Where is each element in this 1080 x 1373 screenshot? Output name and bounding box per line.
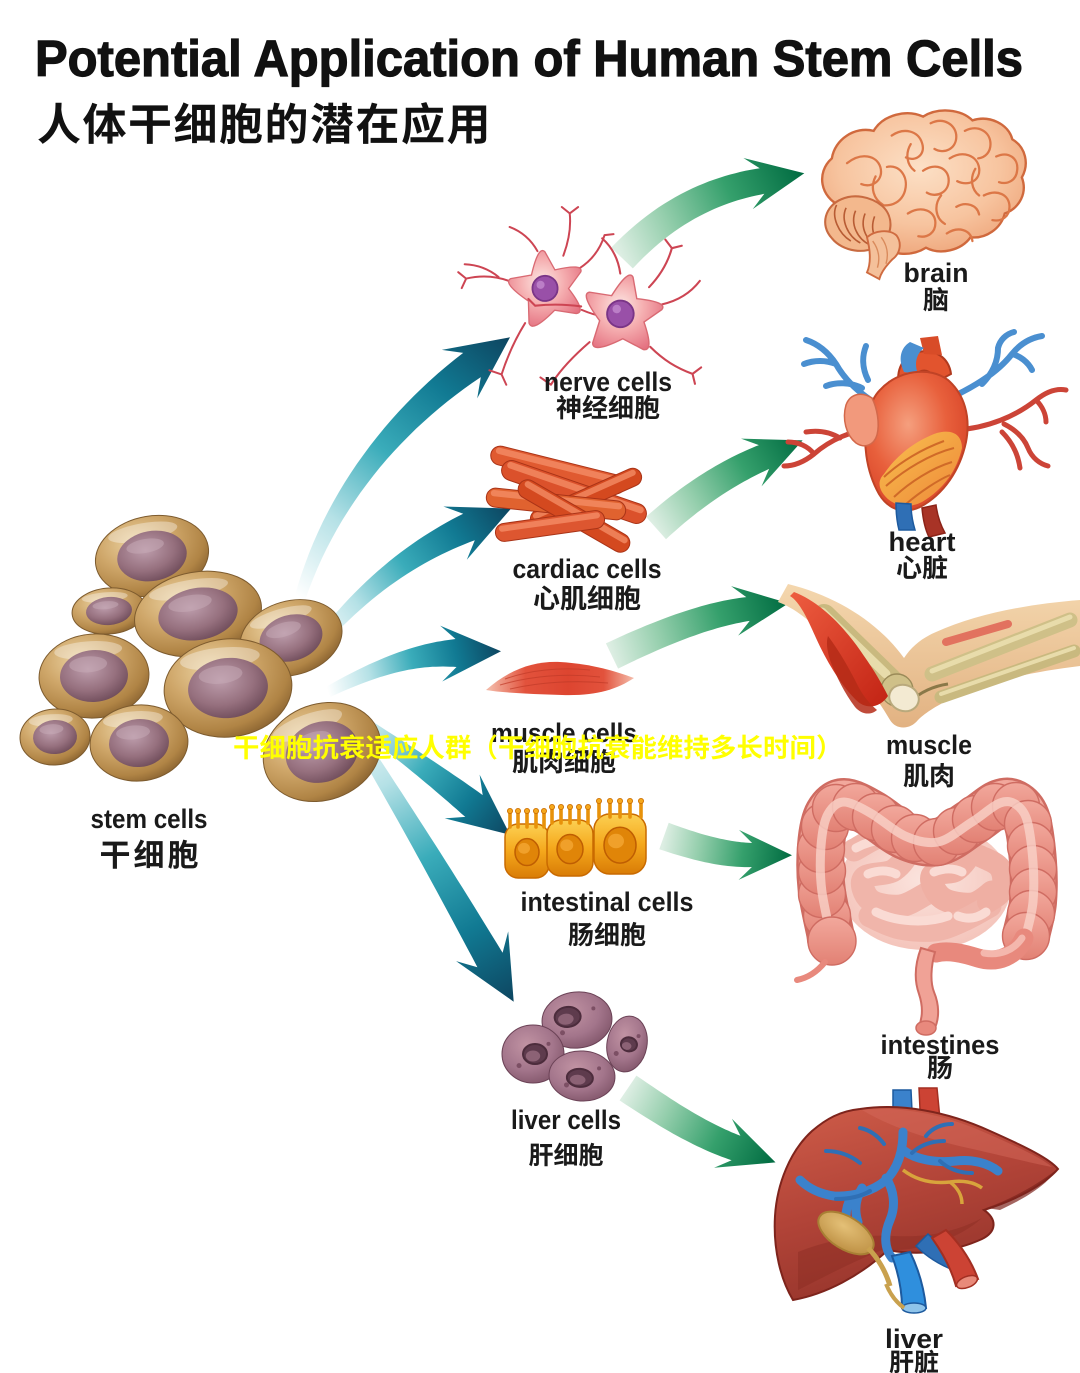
svg-text:nerve cells: nerve cells — [544, 367, 672, 397]
svg-text:liver: liver — [885, 1324, 944, 1354]
svg-text:intestinal cells: intestinal cells — [521, 887, 694, 917]
svg-text:cardiac cells: cardiac cells — [513, 554, 662, 584]
svg-text:liver cells: liver cells — [511, 1105, 621, 1135]
svg-text:brain: brain — [904, 258, 969, 288]
svg-text:Potential Application of Human: Potential Application of Human Stem Cell… — [35, 30, 1023, 87]
svg-text:heart: heart — [889, 527, 956, 557]
svg-text:intestines: intestines — [881, 1030, 1000, 1060]
svg-text:stem cells: stem cells — [91, 804, 208, 834]
svg-text:muscle: muscle — [886, 730, 972, 760]
